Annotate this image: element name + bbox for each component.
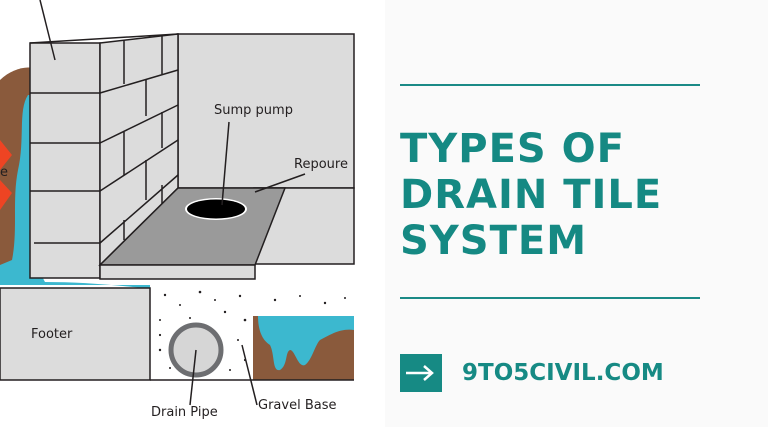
title-banner: TYPES OF DRAIN TILE SYSTEM 9TO5CIVIL.COM [385,0,768,427]
top-divider [400,84,700,86]
bottom-divider [400,297,700,299]
arrow-right-icon[interactable] [400,354,442,392]
gravel-base-label: Gravel Base [258,398,337,413]
cross-section-diagram [0,0,355,406]
site-link[interactable]: 9TO5CIVIL.COM [400,354,664,392]
sump-pump-label: Sump pump [214,103,293,118]
site-url[interactable]: 9TO5CIVIL.COM [462,360,664,386]
drain-tile-illustration: Sump pump Repoure e Footer Drain Pipe Gr… [0,0,355,420]
repoure-label: Repoure [294,157,348,172]
page-title: TYPES OF DRAIN TILE SYSTEM [400,126,662,264]
footer-label: Footer [31,327,73,342]
title-line-2: DRAIN TILE [400,172,663,218]
title-line-1: TYPES OF [400,126,625,172]
drain-pipe-label: Drain Pipe [151,405,218,420]
title-line-3: SYSTEM [400,218,587,264]
partial-left-label: e [0,165,8,180]
